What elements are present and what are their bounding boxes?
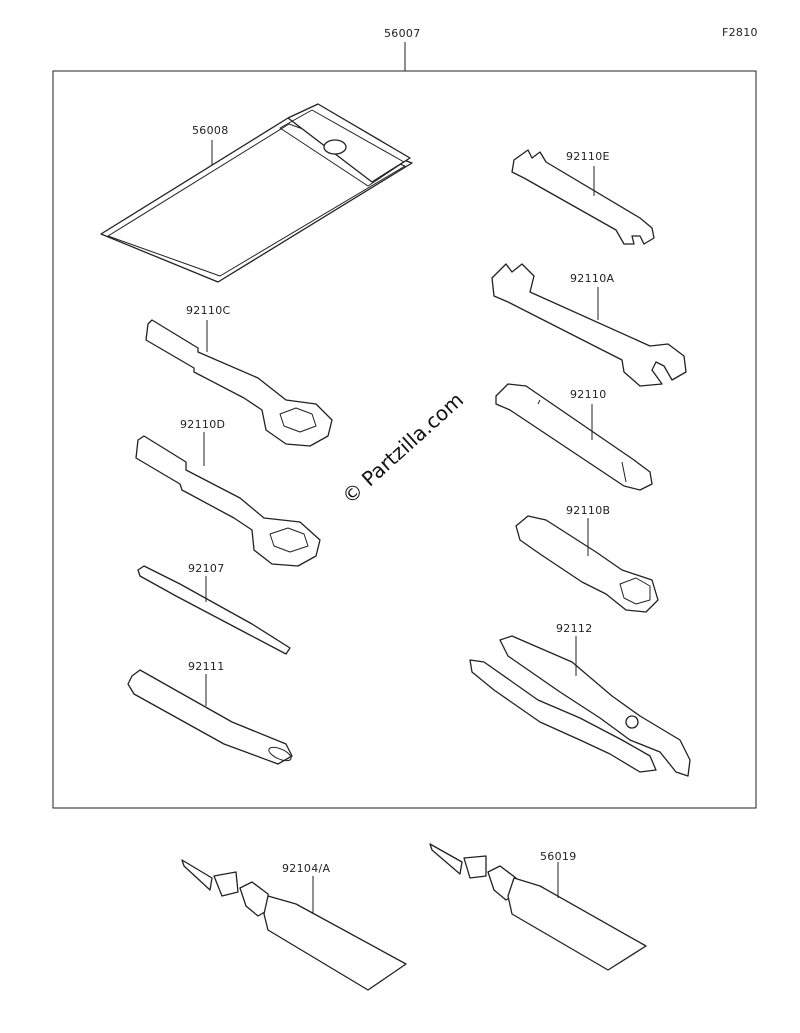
- part-number-92110[interactable]: 92110: [570, 388, 607, 401]
- open-end-wrench-small[interactable]: 92110E: [511, 149, 655, 245]
- kit-group: 56007: [52, 27, 757, 809]
- part-number-92110C[interactable]: 92110C: [186, 304, 230, 317]
- figure-code: F2810: [722, 26, 758, 39]
- part-number-92112[interactable]: 92112: [556, 622, 593, 635]
- pliers[interactable]: 92112: [469, 622, 691, 777]
- part-number-92110A[interactable]: 92110A: [570, 272, 614, 285]
- tool-pouch[interactable]: 56008: [100, 103, 413, 283]
- part-number-56007[interactable]: 56007: [384, 27, 421, 40]
- ring-wrench-c[interactable]: 92110C: [145, 304, 333, 447]
- screwdriver-bit[interactable]: 92107: [137, 562, 291, 655]
- part-number-92107[interactable]: 92107: [188, 562, 225, 575]
- plug-wrench-socket[interactable]: 92110: [495, 383, 653, 491]
- part-number-92111[interactable]: 92111: [188, 660, 225, 673]
- part-number-92104-A[interactable]: 92104/A: [282, 862, 330, 875]
- watermark: © Partzilla.com: [337, 388, 468, 509]
- handle-bar[interactable]: 92111: [127, 660, 293, 765]
- part-number-92110E[interactable]: 92110E: [566, 150, 610, 163]
- part-number-56008[interactable]: 56008: [192, 124, 229, 137]
- open-end-wrench-large[interactable]: 92110A: [491, 263, 687, 387]
- box-wrench-b[interactable]: 92110B: [515, 504, 659, 613]
- part-number-92110D[interactable]: 92110D: [180, 418, 225, 431]
- part-number-92110B[interactable]: 92110B: [566, 504, 610, 517]
- sealant-tube-a[interactable]: 92104/A: [181, 859, 407, 991]
- sealant-tube-b[interactable]: 56019: [429, 843, 647, 971]
- ring-wrench-d[interactable]: 92110D: [135, 418, 321, 567]
- part-number-56019[interactable]: 56019: [540, 850, 577, 863]
